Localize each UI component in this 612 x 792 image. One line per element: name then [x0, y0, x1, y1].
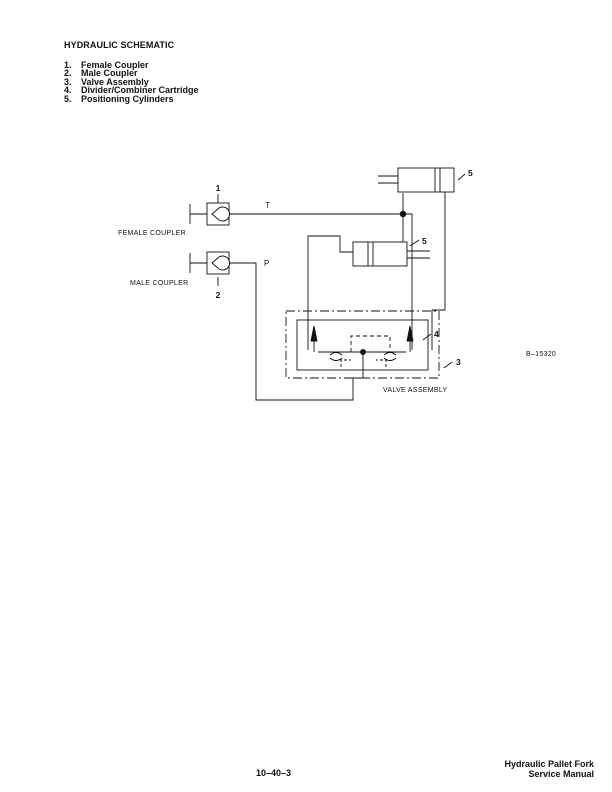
legend-label: Valve Assembly — [81, 76, 149, 87]
legend-item: 1. Female Coupler — [64, 60, 199, 70]
document-title-line: Hydraulic Pallet Fork — [504, 759, 594, 769]
male-coupler-symbol — [189, 251, 231, 275]
callout-4: 4 — [434, 329, 439, 339]
legend-item: 4. Divider/Combiner Cartridge — [64, 85, 199, 96]
legend-item: 5. Positioning Cylinders — [64, 93, 199, 104]
positioning-cylinder-lower — [352, 241, 430, 267]
leader-line-5-upper — [457, 173, 466, 181]
callout-3: 3 — [456, 357, 461, 367]
legend-label: Female Coupler — [81, 60, 149, 70]
document-title: Hydraulic Pallet Fork Service Manual — [504, 759, 594, 779]
callout-1: 1 — [216, 183, 221, 193]
legend-item: 3. Valve Assembly — [64, 76, 199, 87]
legend-number: 2. — [64, 68, 72, 79]
upper-cylinder-line — [431, 192, 446, 350]
positioning-cylinder-upper — [378, 167, 455, 193]
valve-assembly-boundary — [285, 310, 440, 379]
pressure-line — [229, 262, 364, 401]
legend-number: 5. — [64, 93, 72, 104]
tank-line-label: T — [265, 201, 270, 210]
callout-2: 2 — [216, 290, 221, 300]
lower-cylinder-line — [307, 235, 353, 350]
male-coupler-label: MALE COUPLER — [130, 280, 188, 287]
legend-label: Positioning Cylinders — [81, 93, 174, 104]
tank-return-line — [403, 213, 413, 350]
female-coupler-label: FEMALE COUPLER — [118, 230, 186, 237]
callout-5-upper: 5 — [468, 168, 473, 178]
leader-line-3 — [443, 361, 453, 369]
pressure-line-label: P — [264, 259, 270, 268]
divider-combiner-cartridge — [296, 319, 429, 371]
leader-line-4 — [422, 333, 432, 341]
legend-number: 4. — [64, 85, 72, 96]
female-coupler-symbol — [189, 202, 403, 226]
document-title-line: Service Manual — [528, 768, 594, 779]
valve-assembly-label: VALVE ASSEMBLY — [383, 387, 448, 394]
legend-label: Male Coupler — [81, 68, 138, 79]
legend-number: 3. — [64, 76, 72, 87]
callout-5-lower: 5 — [422, 236, 427, 246]
page-title: HYDRAULIC SCHEMATIC — [64, 40, 175, 50]
parts-legend: 1. Female Coupler 2. Male Coupler 3. Valve … — [64, 60, 199, 104]
legend-item: 2. Male Coupler — [64, 68, 199, 79]
leader-line-5-lower — [409, 239, 420, 247]
figure-id: B–15320 — [526, 351, 556, 358]
legend-label: Divider/Combiner Cartridge — [81, 85, 199, 96]
page-number: 10–40–3 — [256, 768, 292, 778]
legend-number: 1. — [64, 60, 72, 70]
